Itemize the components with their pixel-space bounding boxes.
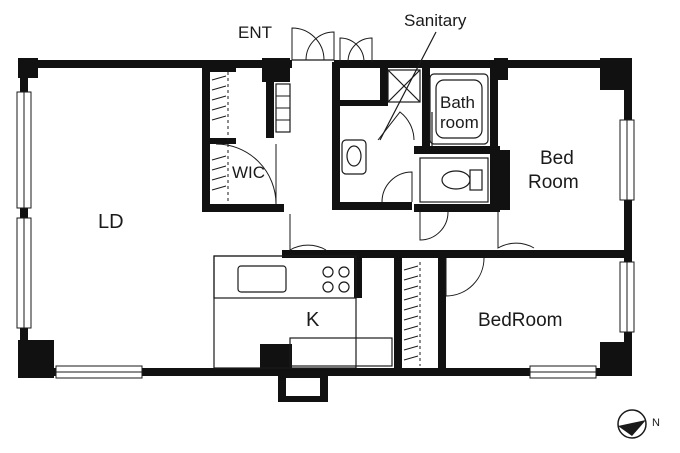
compass: N <box>617 409 660 439</box>
label-bedroom1-line2: Room <box>528 172 579 193</box>
kitchen <box>213 255 393 402</box>
label-ent: ENT <box>238 23 272 42</box>
label-bathroom-line1: Bath <box>440 93 475 112</box>
label-bedroom1-line1: Bed <box>540 148 574 169</box>
closets <box>211 72 421 366</box>
interior-walls <box>202 62 628 370</box>
label-sanitary: Sanitary <box>404 11 467 30</box>
fixtures <box>341 69 489 203</box>
label-wic: WIC <box>232 163 265 182</box>
windows <box>16 58 635 379</box>
room-labels: ENT Sanitary Bath room Bed Room WIC LD K… <box>98 11 579 331</box>
sanitary-leader-line <box>379 31 437 141</box>
label-k: K <box>306 309 320 331</box>
doors <box>215 27 535 297</box>
label-bedroom2: BedRoom <box>478 310 563 331</box>
label-ld: LD <box>98 211 124 233</box>
north-arrow-icon <box>618 420 646 436</box>
compass-north-label: N <box>652 417 660 429</box>
label-bathroom-line2: room <box>440 113 479 132</box>
